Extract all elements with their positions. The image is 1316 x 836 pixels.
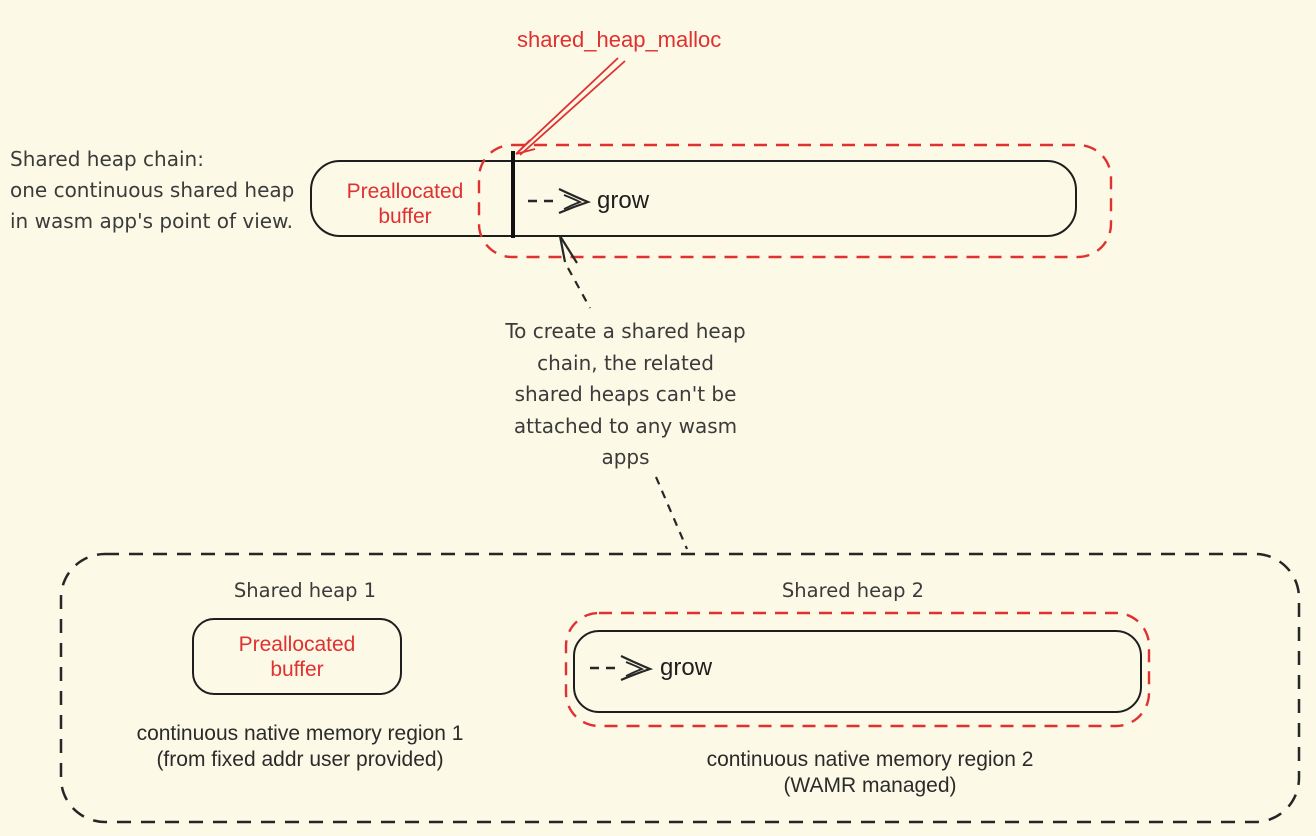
shared-heap-1-title: Shared heap 1	[233, 579, 377, 602]
preallocated-buffer-label-bottom: Preallocated buffer	[238, 632, 356, 681]
shared-heap-1-box: Preallocated buffer	[192, 618, 402, 695]
preallocated-buffer-label-top: Preallocated buffer	[346, 180, 464, 228]
memory-region-1-caption: continuous native memory region 1 (from …	[136, 722, 464, 771]
shared-heap-malloc-label: shared_heap_malloc	[517, 27, 722, 52]
note-pointer-arrow	[558, 235, 591, 309]
chain-constraint-note: To create a shared heap chain, the relat…	[505, 319, 746, 469]
note-to-group-connector	[654, 476, 689, 550]
grow-label-top: grow	[597, 187, 650, 214]
shared-heap-2-title: Shared heap 2	[781, 579, 925, 602]
grow-label-bottom: grow	[660, 654, 713, 681]
malloc-arrow	[515, 57, 626, 156]
memory-region-2-caption: continuous native memory region 2 (WAMR …	[706, 748, 1034, 797]
shared-heap-chain-note: Shared heap chain: one continuous shared…	[10, 147, 295, 233]
shared-heap-2-box	[573, 630, 1142, 713]
